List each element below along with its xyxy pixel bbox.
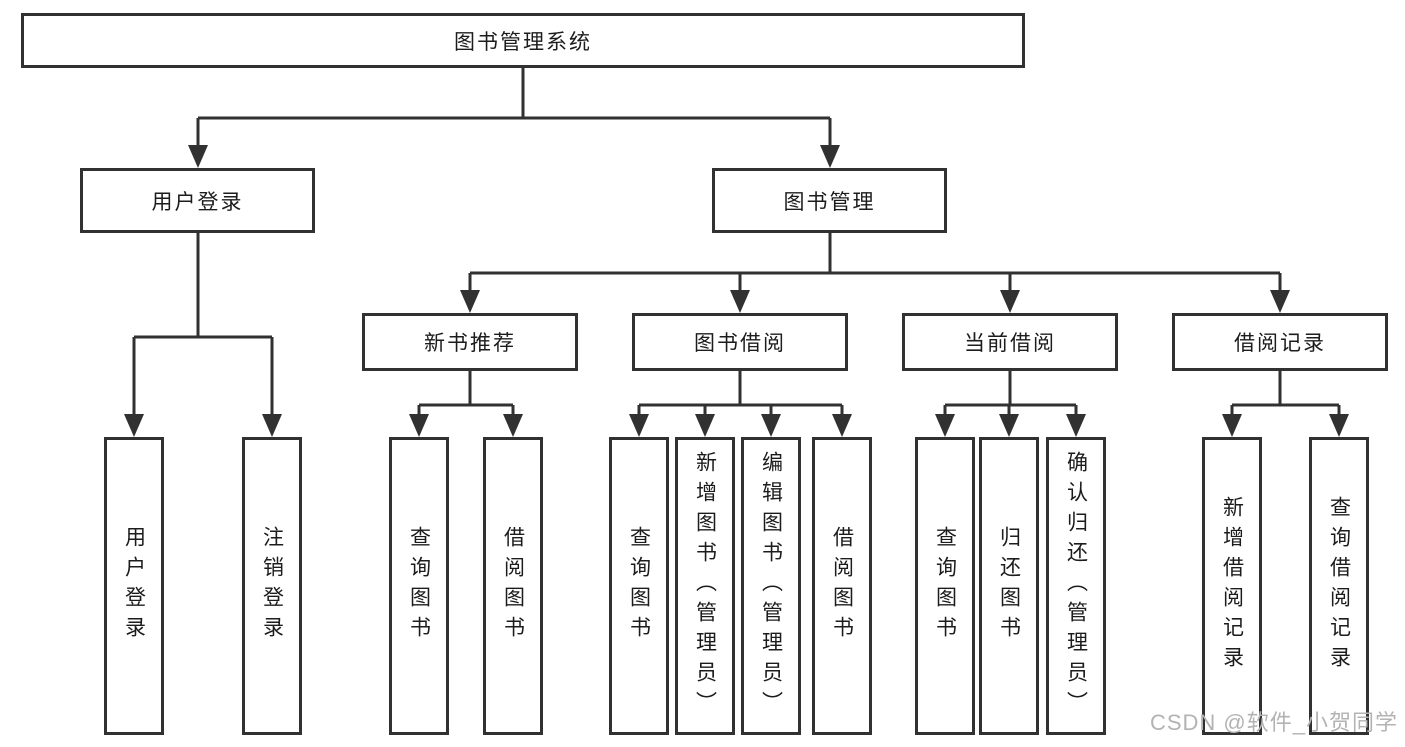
leaf-label: 编辑图书（管理员） bbox=[759, 451, 783, 721]
leaf-label: 新增图书（管理员） bbox=[693, 451, 717, 721]
node-current-borrow: 当前借阅 bbox=[902, 313, 1118, 371]
leaf-borrow-books-recommend: 借阅图书 bbox=[483, 437, 543, 735]
leaf-query-books-recommend: 查询图书 bbox=[389, 437, 449, 735]
leaf-label: 注销登录 bbox=[260, 526, 284, 646]
leaf-label: 查询图书 bbox=[407, 526, 431, 646]
leaf-add-book-admin: 新增图书（管理员） bbox=[675, 437, 735, 735]
csdn-watermark: CSDN @软件_小贺同学 bbox=[1149, 710, 1398, 735]
leaf-return-books: 归还图书 bbox=[979, 437, 1039, 735]
node-label: 图书管理系统 bbox=[454, 30, 592, 54]
leaf-edit-book-admin: 编辑图书（管理员） bbox=[741, 437, 801, 735]
leaf-label: 用户登录 bbox=[122, 526, 146, 646]
leaf-query-books-current: 查询图书 bbox=[915, 437, 975, 735]
leaf-label: 借阅图书 bbox=[501, 526, 525, 646]
node-label: 图书管理 bbox=[783, 190, 876, 214]
leaf-label: 查询图书 bbox=[933, 526, 957, 646]
leaf-borrow-books: 借阅图书 bbox=[812, 437, 872, 735]
leaf-query-borrow-record: 查询借阅记录 bbox=[1309, 437, 1369, 735]
node-borrow-records: 借阅记录 bbox=[1172, 313, 1388, 371]
leaf-label: 借阅图书 bbox=[830, 526, 854, 646]
node-label: 用户登录 bbox=[151, 190, 244, 214]
node-label: 新书推荐 bbox=[424, 332, 516, 355]
node-label: 图书借阅 bbox=[694, 332, 786, 355]
leaf-label: 查询图书 bbox=[627, 526, 651, 646]
node-label: 当前借阅 bbox=[964, 332, 1056, 355]
leaf-label: 查询借阅记录 bbox=[1327, 496, 1351, 676]
leaf-logout: 注销登录 bbox=[242, 437, 302, 735]
leaf-label: 确认归还（管理员） bbox=[1064, 451, 1088, 721]
leaf-label: 新增借阅记录 bbox=[1220, 496, 1244, 676]
leaf-query-books-borrow: 查询图书 bbox=[609, 437, 669, 735]
leaf-confirm-return-admin: 确认归还（管理员） bbox=[1046, 437, 1106, 735]
leaf-user-login: 用户登录 bbox=[104, 437, 164, 735]
node-book-borrow: 图书借阅 bbox=[632, 313, 848, 371]
node-root-system: 图书管理系统 bbox=[21, 13, 1025, 68]
leaf-label: 归还图书 bbox=[997, 526, 1021, 646]
node-user-login: 用户登录 bbox=[80, 168, 315, 233]
node-book-management: 图书管理 bbox=[712, 168, 947, 233]
node-label: 借阅记录 bbox=[1234, 332, 1326, 355]
arrow-down-icon bbox=[124, 145, 1349, 437]
node-new-book-recommend: 新书推荐 bbox=[362, 313, 578, 371]
leaf-add-borrow-record: 新增借阅记录 bbox=[1202, 437, 1262, 735]
